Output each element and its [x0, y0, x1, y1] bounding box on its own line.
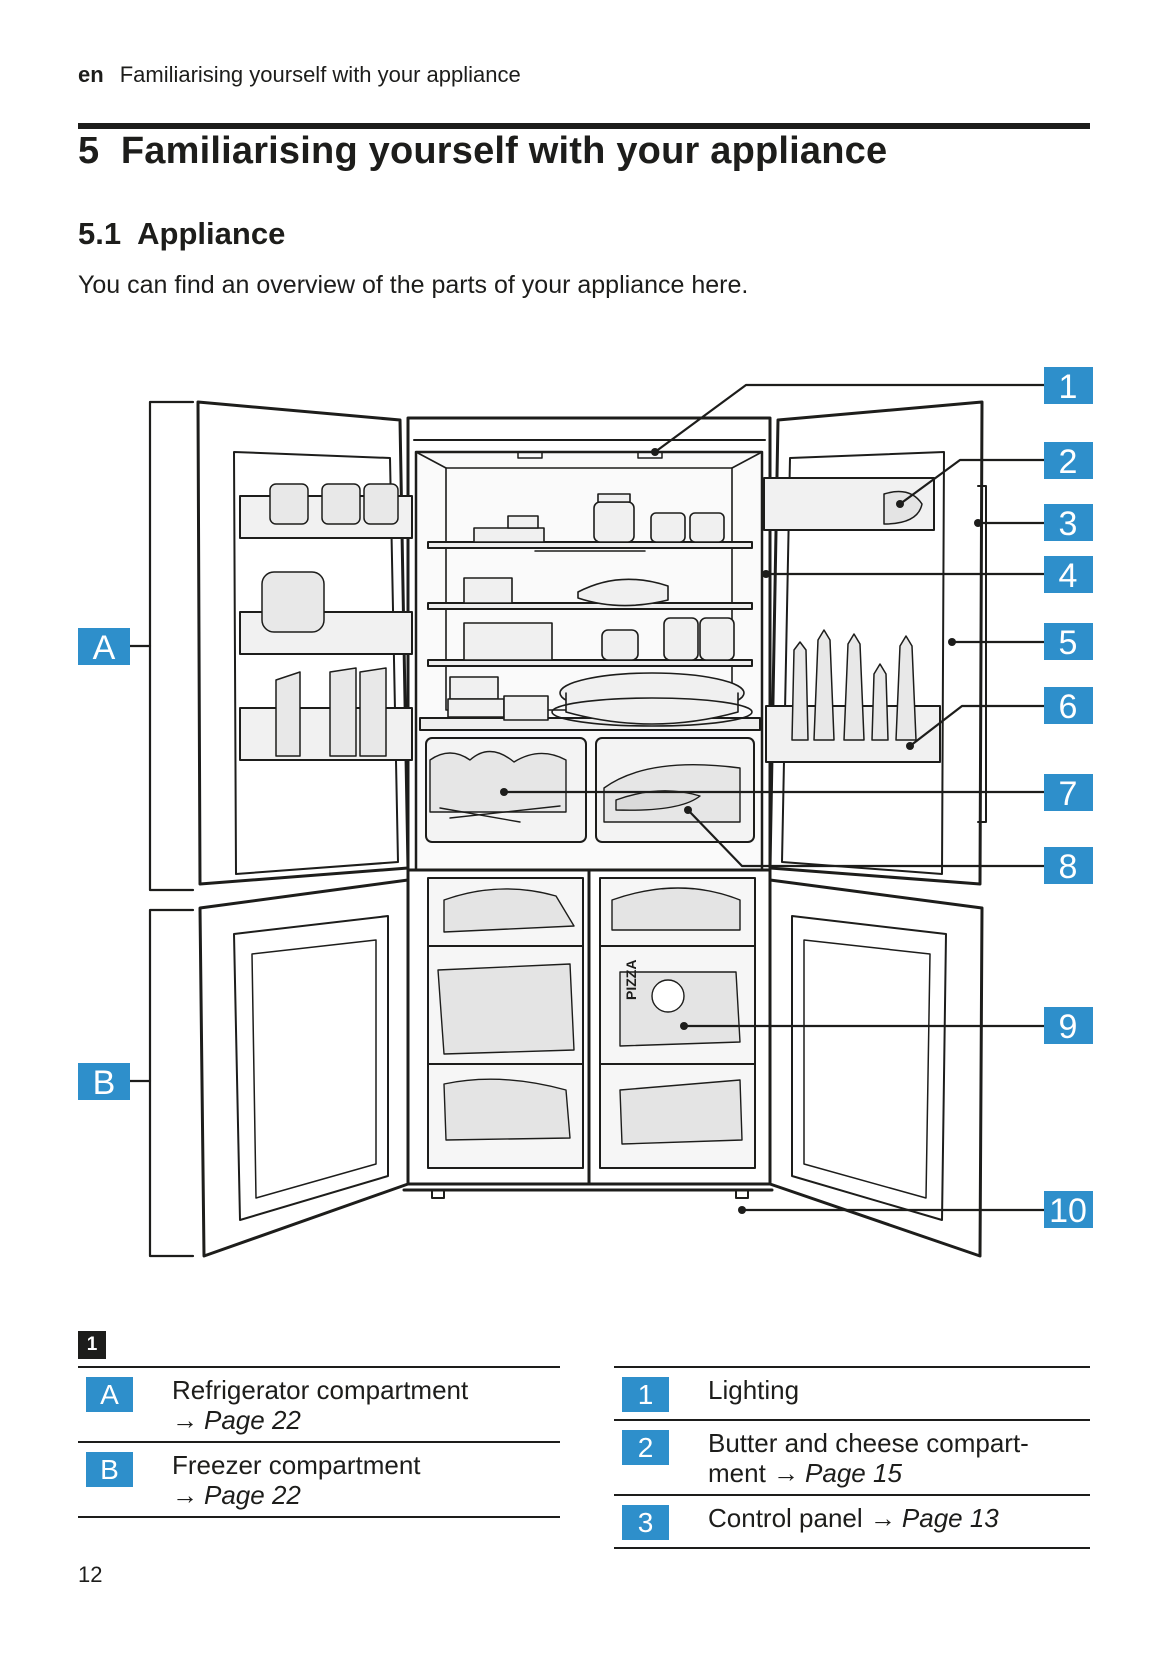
legend-row: B Freezer compartment →Page 22 — [78, 1442, 560, 1518]
running-header: en Familiarising yourself with your appli… — [78, 62, 521, 88]
right-upper-door — [763, 400, 987, 886]
legend-key-cell: A — [78, 1367, 172, 1443]
legend-table-right: 1 Lighting 2 Butter and cheese compart- … — [614, 1366, 1090, 1549]
legend-description: Control panel →Page 13 — [708, 1495, 1090, 1549]
arrow-icon: → — [172, 1405, 198, 1435]
arrow-icon: → — [172, 1480, 198, 1510]
legend-description: Freezer compartment →Page 22 — [172, 1442, 560, 1518]
legend-key-cell: 1 — [614, 1367, 708, 1421]
leader-lines — [502, 383, 1046, 1212]
callout-7: 7 — [1044, 774, 1093, 813]
appliance-diagram: PIZZA A B 1 2 3 4 5 6 7 8 9 10 — [78, 367, 1093, 1258]
intro-text: You can find an overview of the parts of… — [78, 271, 749, 299]
left-lower-door — [198, 878, 410, 1258]
legend-text: Control panel — [708, 1503, 863, 1533]
bracket-b — [128, 908, 195, 1258]
callout-9-label: 9 — [1059, 1008, 1078, 1046]
bracket-a — [128, 400, 195, 892]
legend-key-b: B — [86, 1452, 133, 1487]
language-code: en — [78, 62, 104, 87]
page-link[interactable]: Page 13 — [901, 1503, 999, 1533]
page-link[interactable]: Page 22 — [204, 1480, 301, 1510]
leader-dots — [500, 448, 982, 1214]
right-lower-door — [768, 878, 984, 1258]
callout-2: 2 — [1044, 442, 1093, 481]
figure-marker: 1 — [78, 1331, 106, 1359]
legend-text: Butter and cheese compart- — [708, 1428, 1029, 1458]
subsection-title: 5.1 Appliance — [78, 216, 286, 251]
legend-key-2: 2 — [622, 1430, 669, 1465]
legend-key-1: 1 — [622, 1377, 669, 1412]
legend-row: A Refrigerator compartment →Page 22 — [78, 1367, 560, 1443]
letter-callouts: A B — [78, 628, 130, 1102]
freezer-compartment — [406, 868, 772, 1186]
legend-description: Butter and cheese compart- ment →Page 15 — [708, 1420, 1090, 1496]
callout-8: 8 — [1044, 847, 1093, 886]
callout-a: A — [78, 628, 130, 667]
callout-10-label: 10 — [1049, 1192, 1087, 1230]
header-rule — [78, 123, 1090, 129]
legend-text: Refrigerator compartment — [172, 1375, 469, 1405]
fridge-shelves — [419, 541, 761, 731]
legend-key-cell: 3 — [614, 1495, 708, 1549]
pizza-box-label: PIZZA — [623, 960, 639, 1000]
callout-b-label: B — [93, 1064, 116, 1102]
callout-3-label: 3 — [1059, 505, 1078, 543]
callout-4: 4 — [1044, 556, 1093, 595]
callout-4-label: 4 — [1059, 557, 1078, 595]
legend-text-continued: ment — [708, 1458, 766, 1488]
callout-5: 5 — [1044, 623, 1093, 662]
legend-key-cell: B — [78, 1442, 172, 1518]
legend-row: 3 Control panel →Page 13 — [614, 1495, 1090, 1549]
callout-7-label: 7 — [1059, 775, 1078, 813]
page-reference[interactable]: ment →Page 15 — [708, 1458, 1090, 1488]
callout-b: B — [78, 1063, 130, 1102]
callout-2-label: 2 — [1059, 443, 1078, 481]
callout-1: 1 — [1044, 367, 1093, 406]
arrow-icon: → — [773, 1458, 800, 1488]
callout-3: 3 — [1044, 504, 1093, 543]
fridge-food — [447, 493, 753, 727]
page-reference[interactable]: →Page 22 — [172, 1405, 560, 1435]
legend-key-cell: 2 — [614, 1420, 708, 1496]
section-title: 5 Familiarising yourself with your appli… — [78, 130, 888, 172]
legend-table-left: A Refrigerator compartment →Page 22 B Fr… — [78, 1366, 560, 1518]
legend-row: 2 Butter and cheese compart- ment →Page … — [614, 1420, 1090, 1496]
legend-text: Lighting — [708, 1375, 800, 1405]
legend-row: 1 Lighting — [614, 1367, 1090, 1421]
callout-9: 9 — [1044, 1007, 1093, 1046]
legend-description: Lighting — [708, 1367, 1090, 1421]
callout-10: 10 — [1044, 1191, 1093, 1230]
legend-text: Freezer compartment — [172, 1450, 421, 1480]
callout-6-label: 6 — [1059, 688, 1078, 726]
page-link[interactable]: Page 22 — [204, 1405, 301, 1435]
callout-8-label: 8 — [1059, 848, 1078, 886]
left-upper-door — [196, 400, 413, 886]
callout-6: 6 — [1044, 687, 1093, 726]
page-reference[interactable]: Control panel →Page 13 — [708, 1503, 1090, 1533]
legend-key-a: A — [86, 1377, 133, 1412]
number-callouts: 1 2 3 4 5 6 7 8 9 10 — [1044, 367, 1093, 1230]
legend-key-3: 3 — [622, 1505, 669, 1540]
callout-1-label: 1 — [1059, 368, 1078, 406]
callout-a-label: A — [93, 629, 116, 667]
callout-5-label: 5 — [1059, 624, 1078, 662]
legend-description: Refrigerator compartment →Page 22 — [172, 1367, 560, 1443]
page-reference[interactable]: →Page 22 — [172, 1480, 560, 1510]
page-link[interactable]: Page 15 — [805, 1458, 902, 1488]
arrow-icon: → — [869, 1503, 896, 1533]
running-title: Familiarising yourself with your applian… — [119, 62, 521, 87]
page-number: 12 — [78, 1562, 103, 1587]
